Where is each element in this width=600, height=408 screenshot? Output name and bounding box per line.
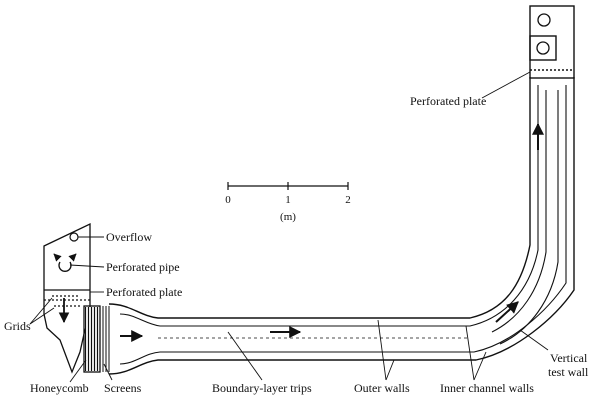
label-vertical-test-wall-line2: test wall — [548, 365, 589, 379]
channel-outer-walls — [108, 77, 575, 375]
label-perforated-pipe: Perforated pipe — [106, 260, 180, 274]
scale-bar — [227, 182, 349, 190]
honeycomb-block — [85, 307, 99, 371]
scale-tick-0: 0 — [225, 194, 231, 206]
vertical-test-wall — [491, 90, 559, 345]
label-screens: Screens — [104, 381, 142, 395]
label-inner-channel-walls: Inner channel walls — [440, 381, 534, 395]
label-honeycomb: Honeycomb — [30, 381, 89, 395]
perforated-pipe-icon — [53, 253, 77, 272]
flow-arrow-bend — [495, 301, 519, 323]
settling-chamber — [83, 305, 101, 373]
label-boundary-layer-trips: Boundary-layer trips — [212, 381, 312, 395]
leader-lines — [29, 71, 549, 383]
label-vertical-test-wall-line1: Vertical — [550, 351, 588, 365]
label-outer-walls: Outer walls — [354, 381, 410, 395]
channel-inner-walls — [119, 85, 567, 365]
label-perforated-plate-inlet: Perforated plate — [106, 285, 182, 299]
top-housing — [529, 5, 575, 79]
header-tank — [43, 222, 91, 374]
top-port-upper-icon — [537, 13, 551, 27]
top-port-lower-icon — [536, 41, 550, 55]
screens-block — [102, 306, 110, 372]
scale-unit: (m) — [280, 211, 296, 223]
label-grids: Grids — [4, 319, 31, 333]
scale-tick-1: 1 — [285, 194, 291, 206]
overflow-port-icon — [69, 232, 79, 242]
scale-tick-2: 2 — [345, 194, 351, 206]
label-overflow: Overflow — [106, 230, 152, 244]
label-perforated-plate-top: Perforated plate — [410, 94, 486, 108]
